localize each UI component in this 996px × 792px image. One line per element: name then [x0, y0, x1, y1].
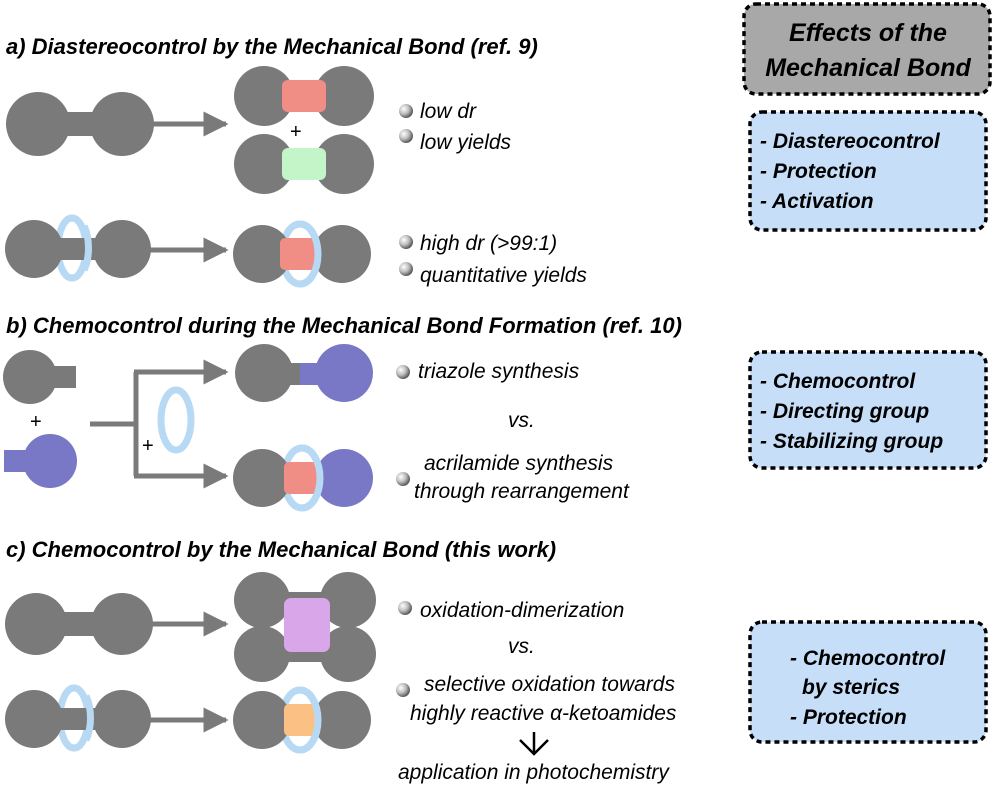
bullet-icon: [399, 262, 413, 276]
note-ketoamides: highly reactive α-ketoamides: [410, 702, 677, 725]
effects-box-c: [748, 620, 988, 744]
effects-box-b: [748, 350, 988, 470]
note-through-rearrangement: through rearrangement: [414, 480, 630, 503]
rotaxane-product-pink: [233, 220, 371, 288]
panel-a-heading: a) Diastereocontrol by the Mechanical Bo…: [6, 34, 538, 59]
box-c-line-3: - Protection: [790, 706, 907, 729]
vs-label-c: vs.: [508, 635, 535, 658]
effects-title-line-2: Mechanical Bond: [765, 54, 971, 82]
note-quantitative-yields: quantitative yields: [420, 264, 587, 287]
rotaxane-product-orange: [233, 686, 371, 754]
dumbbell-product-green: [234, 134, 374, 194]
note-application: application in photochemistry: [398, 761, 670, 784]
bullet-icon: [396, 365, 410, 379]
plus-sign-ring: +: [142, 435, 154, 457]
note-triazole-synthesis: triazole synthesis: [418, 360, 580, 383]
note-low-dr: low dr: [420, 100, 477, 123]
note-high-dr: high dr (>99:1): [420, 232, 557, 255]
bullet-icon: [399, 104, 413, 118]
bullet-icon: [399, 129, 413, 143]
dumbbell-reactant-a: [6, 92, 154, 156]
dumbbell-product-pink: [234, 66, 374, 126]
triazole-product: [235, 344, 373, 402]
bullet-icon: [399, 235, 413, 249]
box-b-line-2: - Directing group: [760, 400, 929, 423]
rotaxane-reactant-a: [5, 214, 151, 282]
vs-label-b: vs.: [508, 409, 535, 432]
note-oxidation-dimerization: oxidation-dimerization: [420, 599, 624, 622]
box-c-line-2: by sterics: [802, 676, 900, 699]
box-a-line-2: - Protection: [760, 160, 877, 183]
panel-c-heading: c) Chemocontrol by the Mechanical Bond (…: [6, 537, 556, 562]
plus-sign-b: +: [30, 411, 42, 433]
bullet-icon: [398, 601, 412, 615]
bullet-icon: [396, 472, 410, 486]
acrilamide-rotaxane-product: [233, 444, 373, 512]
stopper-half-purple: [4, 434, 77, 488]
dumbbell-reactant-c: [5, 593, 153, 655]
box-a-line-1: - Diastereocontrol: [760, 130, 941, 153]
open-down-arrow-icon: [519, 732, 549, 756]
effects-title-box: [742, 2, 992, 96]
box-c-line-1: - Chemocontrol: [790, 647, 946, 670]
note-low-yields: low yields: [420, 131, 512, 154]
note-acrilamide-synthesis: acrilamide synthesis: [424, 452, 614, 475]
dimer-product: [234, 572, 376, 682]
branch-arrows: [90, 359, 229, 489]
box-b-line-1: - Chemocontrol: [760, 370, 916, 393]
effects-title-line-1: Effects of the: [789, 19, 947, 47]
rotaxane-reactant-c: [5, 684, 151, 752]
note-selective-oxidation: selective oxidation towards: [424, 673, 675, 696]
panel-b-heading: b) Chemocontrol during the Mechanical Bo…: [6, 313, 682, 338]
box-b-line-3: - Stabilizing group: [760, 430, 943, 453]
effects-box-a: [748, 110, 988, 232]
stopper-half-grey: [3, 350, 76, 404]
box-a-line-3: - Activation: [760, 190, 874, 213]
macrocycle-ring: [157, 386, 195, 454]
bullet-icon: [396, 683, 410, 697]
plus-sign-a: +: [290, 121, 302, 143]
